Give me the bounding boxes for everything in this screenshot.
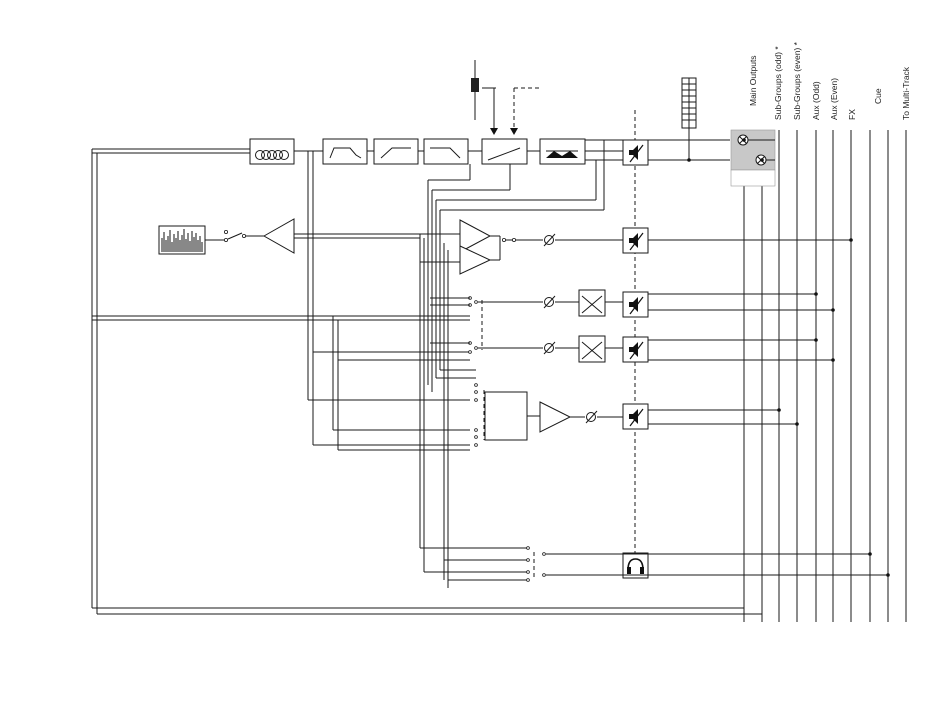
mute-speaker-icon	[623, 404, 648, 429]
mute-speaker-icon	[623, 140, 648, 165]
mute-speaker-icon	[623, 228, 648, 253]
input-transformer-icon	[250, 139, 294, 164]
waveform-display-icon	[159, 226, 205, 254]
label-to-multitrack: To Multi-Track	[901, 66, 911, 120]
label-aux-odd: Aux (Odd)	[811, 81, 821, 120]
pan-summing-block	[731, 130, 775, 186]
output-buses	[744, 130, 906, 622]
label-main-outputs: Main Outputs	[748, 55, 758, 106]
bus-labels: Main Outputs Sub-Groups (odd) * Sub-Grou…	[748, 41, 911, 120]
high-pass-filter	[374, 139, 418, 164]
eq-filter-1	[323, 139, 367, 164]
headphones-icon	[623, 553, 648, 578]
label-fx: FX	[847, 109, 857, 120]
fader-knob-icon	[471, 60, 540, 135]
level-meter-icon	[682, 78, 696, 162]
low-pass-filter	[424, 139, 468, 164]
mute-speaker-icon	[623, 292, 648, 317]
label-subgroups-even: Sub-Groups (even) *	[792, 41, 802, 120]
label-subgroups-odd: Sub-Groups (odd) *	[773, 46, 783, 120]
tap-lines	[308, 140, 604, 588]
left-feed-lines	[92, 149, 762, 614]
label-cue: Cue	[873, 88, 883, 104]
mute-speaker-icon	[623, 337, 648, 362]
gain-ramp-block	[482, 139, 527, 164]
cue-switch-row	[527, 547, 890, 582]
label-aux-even: Aux (Even)	[829, 78, 839, 120]
compressor-block	[540, 139, 585, 164]
